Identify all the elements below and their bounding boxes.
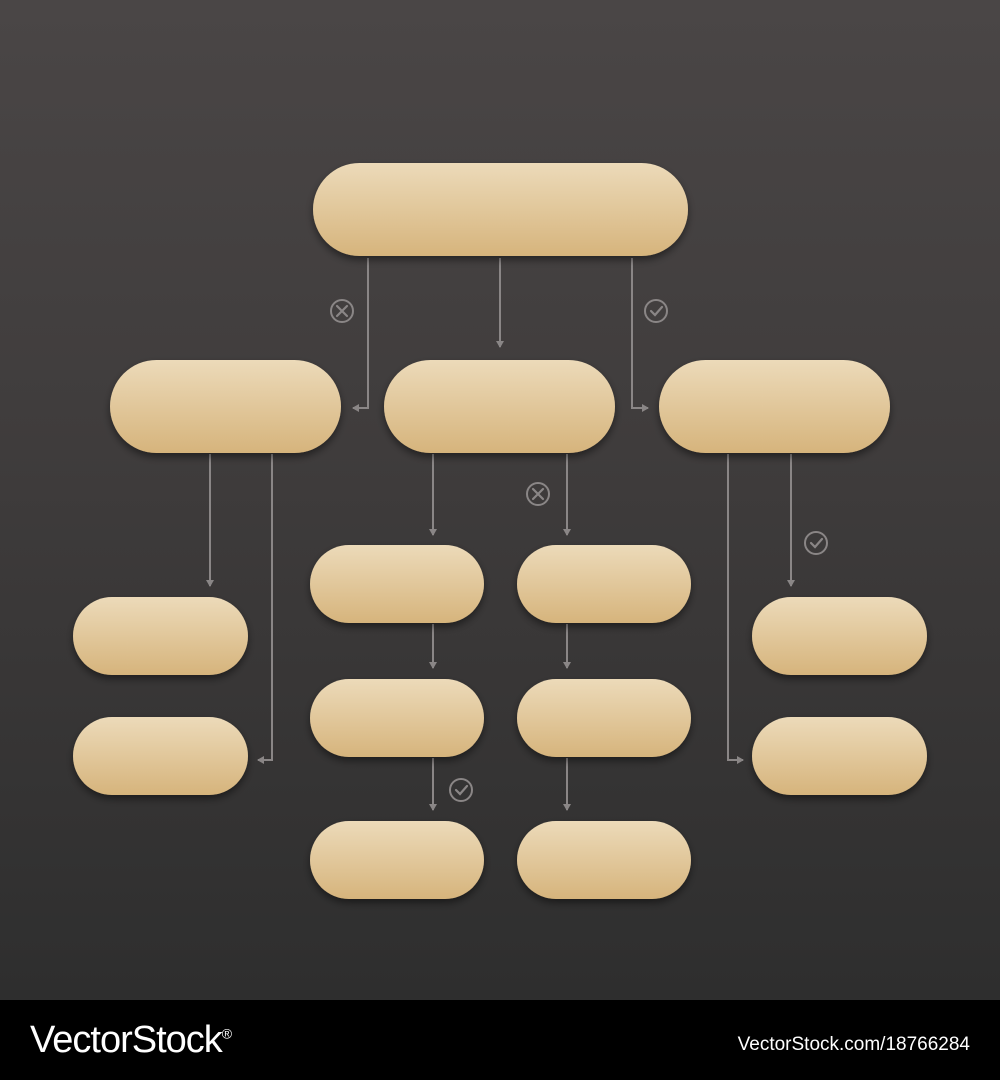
flow-node-7 xyxy=(310,545,484,623)
flow-node-4 xyxy=(659,360,890,453)
flow-node-12 xyxy=(517,821,691,899)
branch-marks xyxy=(330,299,828,802)
connector-arrow-5 xyxy=(257,454,273,764)
cross-circle-icon xyxy=(526,482,550,506)
check-circle-icon xyxy=(644,299,668,323)
flow-node-2 xyxy=(110,360,341,453)
connector-arrow-8 xyxy=(727,454,744,764)
flow-node-9 xyxy=(310,679,484,757)
diagram-canvas xyxy=(0,0,1000,1000)
watermark-registered: ® xyxy=(221,1025,232,1042)
cross-circle-icon xyxy=(330,299,354,323)
watermark-logo: VectorStock® xyxy=(30,1019,232,1062)
flow-node-13 xyxy=(752,597,927,675)
watermark-brand: VectorStock xyxy=(30,1019,223,1061)
connector-arrow-3 xyxy=(631,258,649,412)
check-circle-icon xyxy=(449,778,473,802)
flow-node-10 xyxy=(517,679,691,757)
watermark-id: VectorStock.com/18766284 xyxy=(737,1034,970,1055)
flow-node-5 xyxy=(73,597,248,675)
flow-node-8 xyxy=(517,545,691,623)
flow-node-11 xyxy=(310,821,484,899)
connector-arrow-1 xyxy=(352,258,369,412)
connectors xyxy=(206,258,795,811)
watermark-bar xyxy=(0,1000,1000,1080)
flow-node-6 xyxy=(73,717,248,795)
flowchart xyxy=(73,163,927,899)
flow-node-14 xyxy=(752,717,927,795)
flow-node-3 xyxy=(384,360,615,453)
nodes xyxy=(73,163,927,899)
check-circle-icon xyxy=(804,531,828,555)
flow-node-1 xyxy=(313,163,688,256)
